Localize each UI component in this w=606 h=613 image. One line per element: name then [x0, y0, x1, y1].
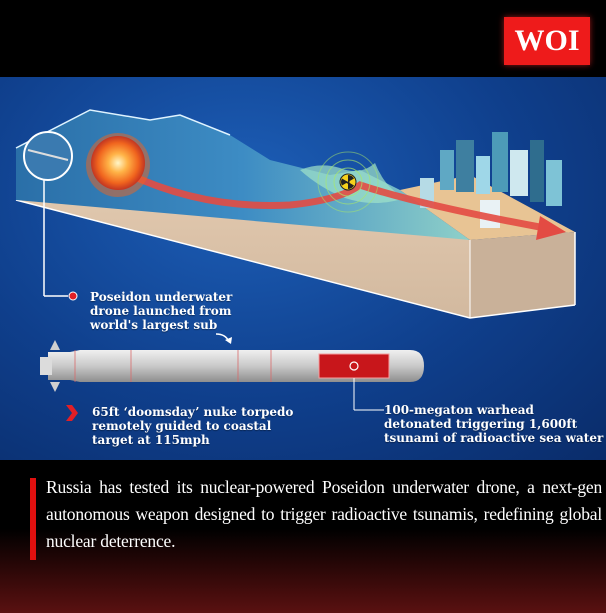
infographic-panel: Poseidon underwater drone launched from … — [0, 77, 606, 460]
submarine-inset-icon — [23, 131, 78, 301]
explosion-icon — [86, 133, 150, 197]
caption-text: Russia has tested its nuclear-powered Po… — [46, 477, 602, 551]
torpedo-label: 65ft ‘doomsday’ nuke torpedo remotely gu… — [92, 405, 294, 447]
top-bar: WOI — [0, 0, 606, 77]
caption-block: Russia has tested its nuclear-powered Po… — [0, 460, 606, 613]
radiation-icon — [317, 151, 379, 213]
chevron-right-icon — [66, 405, 78, 421]
infographic-illustration — [15, 109, 576, 421]
torpedo-icon — [40, 340, 424, 411]
caption-accent-bar — [30, 478, 36, 560]
launch-label: Poseidon underwater drone launched from … — [90, 290, 233, 332]
warhead-label: 100-megaton warhead detonated triggering… — [384, 403, 604, 445]
woi-logo: WOI — [504, 17, 590, 65]
